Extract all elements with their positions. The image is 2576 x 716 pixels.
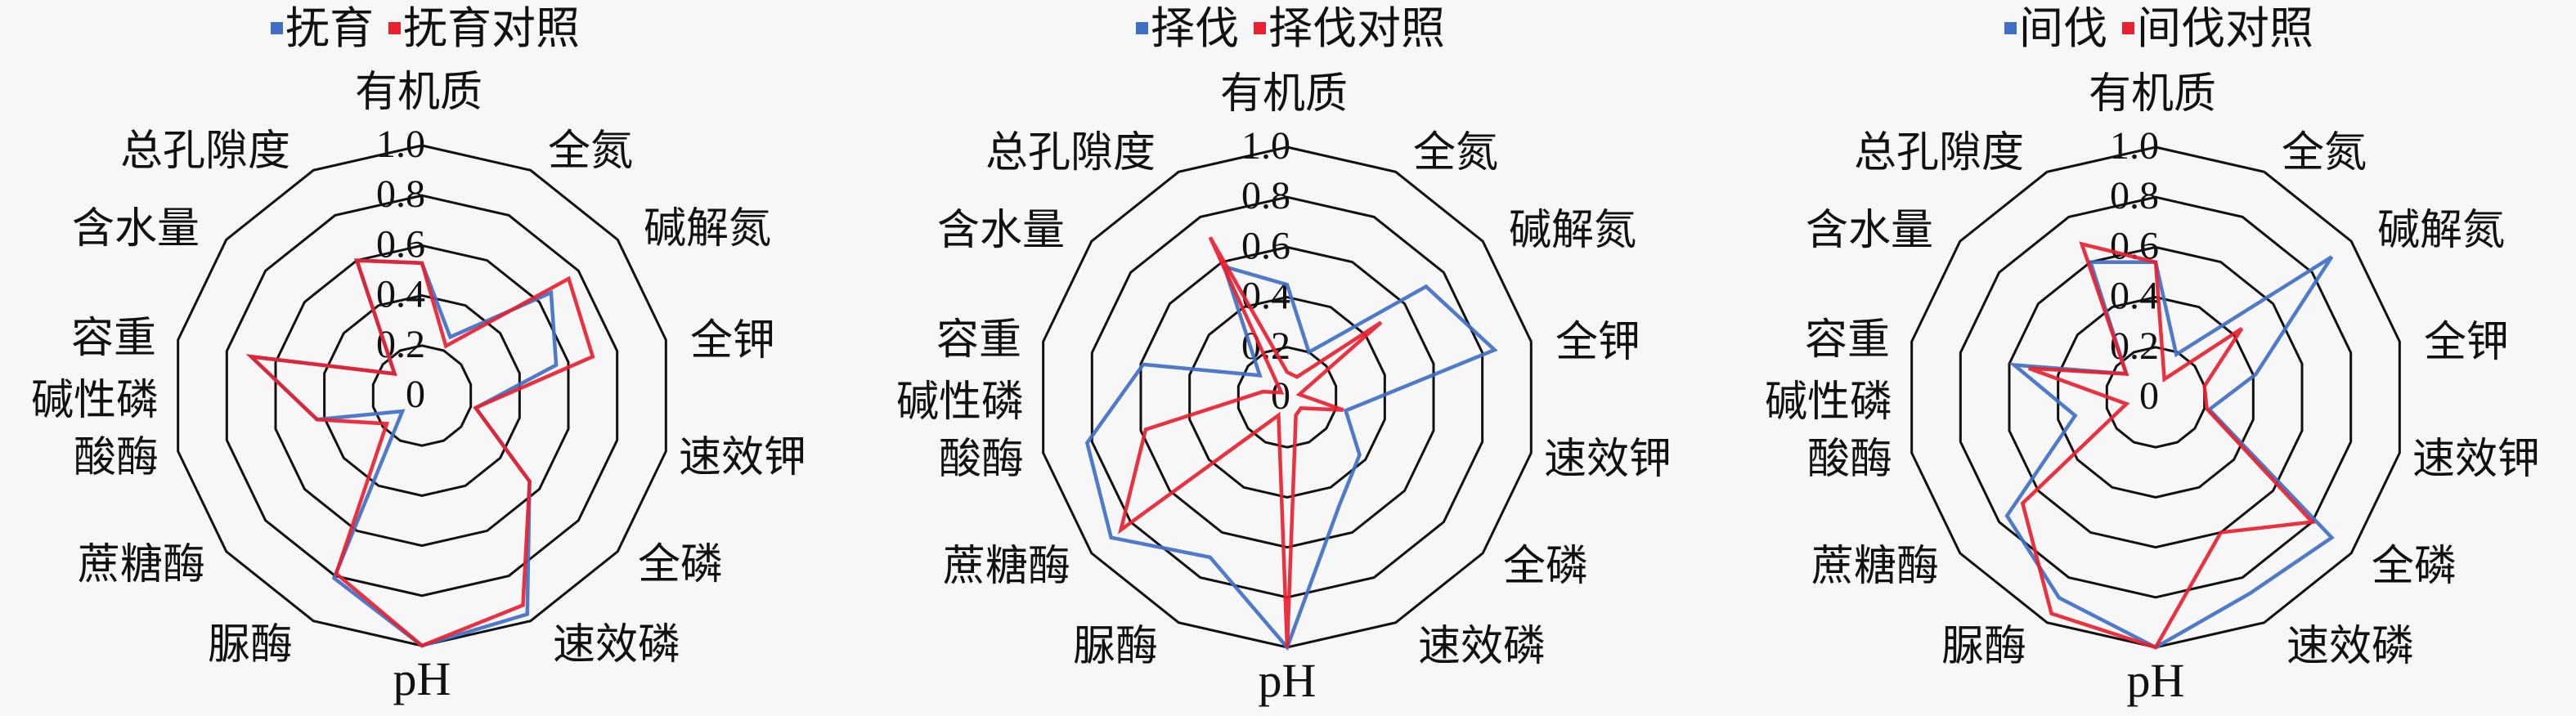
axis-label: 速效磷 <box>2287 622 2414 671</box>
axis-label: 速效磷 <box>1418 622 1546 671</box>
axis-label: 全磷 <box>1503 542 1588 591</box>
axis-label: 蔗糖酶 <box>943 542 1070 591</box>
axis-label: pH <box>1259 654 1317 707</box>
axis-label: 碱性磷酸酶 <box>30 376 159 482</box>
legend-label: 抚育 <box>285 2 374 54</box>
axis-label: 有机质 <box>1220 69 1348 119</box>
tick-label: 1.0 <box>1241 124 1290 168</box>
tick-label: 0.8 <box>1241 174 1290 217</box>
tick-label: 1.0 <box>376 123 425 166</box>
radar-chart-1: 00.20.40.60.81.0有机质全氮碱解氮全钾速效钾全磷速效磷pH脲酶蔗糖… <box>71 2 806 705</box>
legend-swatch <box>2122 22 2134 34</box>
axis-label: pH <box>2127 654 2185 707</box>
legend-swatch <box>1136 22 1148 34</box>
axis-label: 速效钾 <box>679 433 806 482</box>
tick-label: 0.8 <box>376 172 425 216</box>
axis-label: 容重 <box>936 315 1021 365</box>
axis-label: 总孔隙度 <box>985 128 1156 177</box>
grid-ring <box>225 194 619 597</box>
axis-label: 速效钾 <box>2412 435 2540 484</box>
axis-label: 脲酶 <box>208 620 293 669</box>
tick-label: 0.4 <box>2110 275 2159 318</box>
axis-label: 脲酶 <box>1941 622 2026 671</box>
axis-label: 容重 <box>1805 315 1890 365</box>
axis-label: 碱性磷酸酶 <box>1764 378 1892 484</box>
grid-ring <box>2057 296 2255 499</box>
axis-label: 全磷 <box>2372 542 2457 591</box>
grid-ring <box>2008 245 2304 549</box>
axis-label: 有机质 <box>355 68 482 117</box>
legend: 抚育抚育对照 <box>271 2 580 54</box>
grid-ring <box>1959 195 2353 599</box>
grid-ring <box>1139 245 1435 549</box>
axis-label: 容重 <box>71 314 156 363</box>
axis-label: 脲酶 <box>1073 622 1158 671</box>
axis-label: 有机质 <box>2089 69 2216 119</box>
tick-label: 0.4 <box>1241 275 1290 318</box>
tick-label: 0.6 <box>376 222 425 266</box>
axis-label: 全氮 <box>548 127 633 176</box>
axis-label: 总孔隙度 <box>120 127 290 176</box>
axis-label: 含水量 <box>72 204 200 253</box>
axis-label: 总孔隙度 <box>1854 128 2024 177</box>
axis-label: 速效钾 <box>1544 435 1672 484</box>
legend-swatch <box>1254 22 1266 34</box>
legend-swatch <box>271 22 283 34</box>
legend-swatch <box>388 22 401 34</box>
axis-label: 全氮 <box>1413 128 1498 177</box>
legend-swatch <box>2004 22 2017 34</box>
grid-ring <box>274 244 570 548</box>
series-line-treatment <box>2004 255 2335 650</box>
axis-label: 蔗糖酶 <box>78 540 205 589</box>
tick-label: 0 <box>1271 374 1290 418</box>
legend-label: 择伐 <box>1151 2 1239 54</box>
legend-label: 择伐对照 <box>1268 2 1445 54</box>
axis-label: pH <box>393 652 451 705</box>
axis-label: 全氮 <box>2282 128 2367 177</box>
axis-label: 碱解氮 <box>644 204 771 253</box>
axis-label: 全钾 <box>690 316 775 365</box>
radar-chart-3: 00.20.40.60.81.0有机质全氮碱解氮全钾速效钾全磷速效磷pH脲酶蔗糖… <box>1805 2 2540 707</box>
legend: 间伐间伐对照 <box>2004 2 2313 54</box>
legend-label: 间伐 <box>2019 2 2107 54</box>
grid-ring <box>1090 195 1484 599</box>
axis-label: 含水量 <box>937 206 1065 255</box>
tick-label: 1.0 <box>2110 124 2159 168</box>
tick-label: 0.4 <box>376 273 425 316</box>
legend-label: 间伐对照 <box>2137 2 2313 54</box>
axis-label: 碱解氮 <box>2377 206 2505 255</box>
axis-label: 速效磷 <box>553 620 680 669</box>
axis-label: 蔗糖酶 <box>1811 542 1939 591</box>
legend-label: 抚育对照 <box>403 2 580 54</box>
tick-label: 0 <box>2139 374 2159 418</box>
axis-label: 全磷 <box>638 540 723 589</box>
legend: 择伐择伐对照 <box>1136 2 1445 54</box>
radar-chart-2: 00.20.40.60.81.0有机质全氮碱解氮全钾速效钾全磷速效磷pH脲酶蔗糖… <box>936 2 1672 707</box>
grid-ring <box>1188 296 1386 499</box>
tick-label: 0.6 <box>1241 224 1290 267</box>
axis-label: 碱解氮 <box>1509 206 1636 255</box>
axis-label: 全钾 <box>1555 318 1640 367</box>
tick-label: 0 <box>406 373 425 416</box>
axis-label: 含水量 <box>1806 206 1933 255</box>
tick-label: 0.8 <box>2110 174 2159 217</box>
axis-label: 碱性磷酸酶 <box>895 378 1024 484</box>
axis-label: 全钾 <box>2424 318 2509 367</box>
grid-ring <box>323 294 521 497</box>
series-line-control <box>245 258 595 648</box>
